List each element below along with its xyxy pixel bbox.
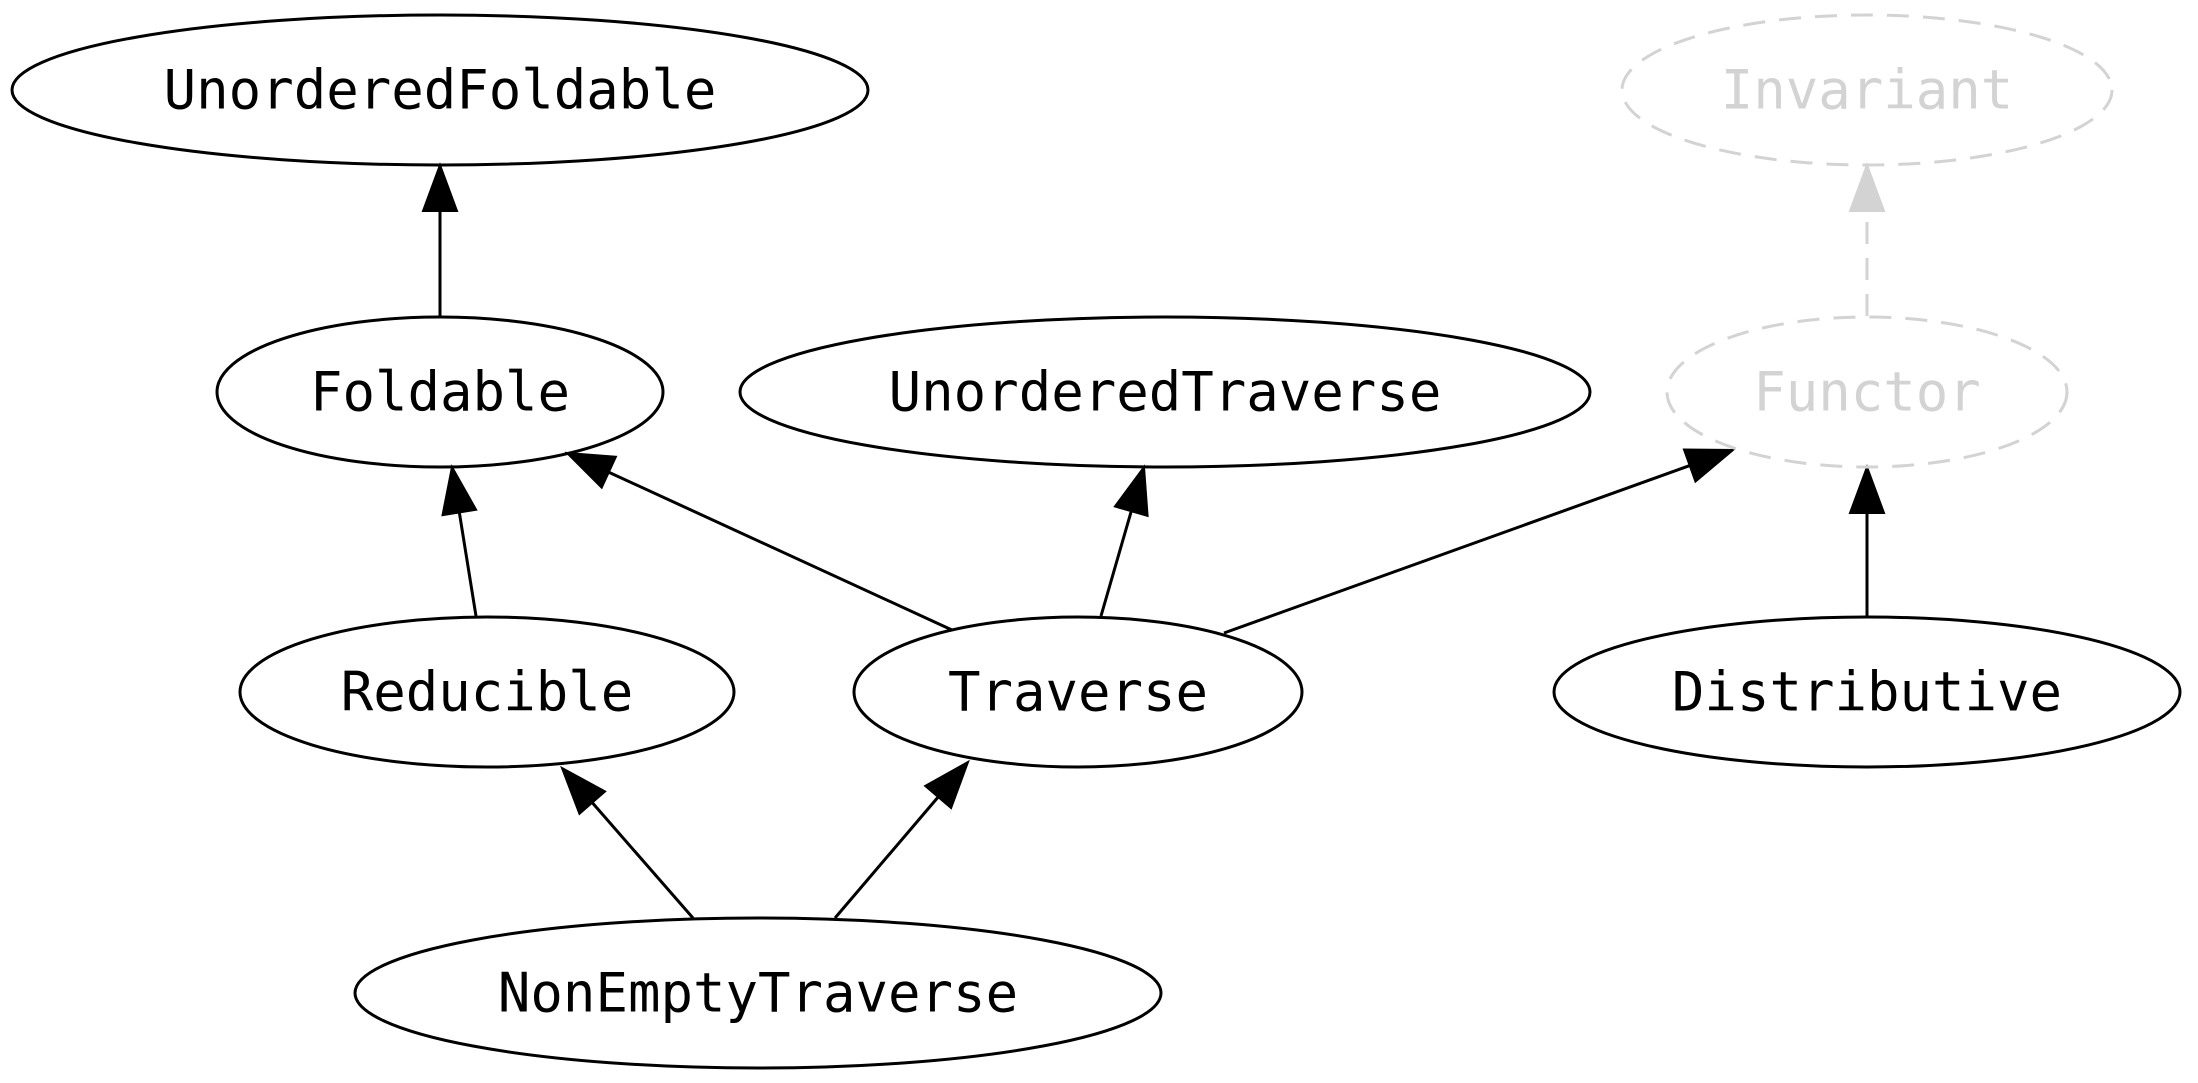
edge-distributive-to-functor xyxy=(1848,464,1886,616)
arrowhead xyxy=(441,464,478,517)
node-functor-shape xyxy=(1665,315,2069,469)
edge-line xyxy=(591,801,695,919)
node-unordered-traverse: UnorderedTraverse xyxy=(738,315,1592,469)
edge-reducible-to-foldable xyxy=(441,464,478,617)
edge-line xyxy=(457,512,478,617)
edge-non-empty-traverse-to-traverse xyxy=(833,759,970,919)
node-traverse-label: Traverse xyxy=(948,661,1208,724)
node-unordered-foldable-shape xyxy=(10,13,870,167)
node-invariant-label: Invariant xyxy=(1721,59,2014,122)
node-reducible-label: Reducible xyxy=(341,661,634,724)
node-reducible-shape xyxy=(238,615,736,769)
edges-layer xyxy=(421,162,1886,919)
node-non-empty-traverse: NonEmptyTraverse xyxy=(353,916,1163,1070)
edge-traverse-to-unordered-traverse xyxy=(1099,464,1149,617)
node-foldable: Foldable xyxy=(215,315,665,469)
node-traverse-shape xyxy=(852,615,1304,769)
node-distributive: Distributive xyxy=(1552,615,2182,769)
arrowhead xyxy=(1113,464,1149,518)
edge-line xyxy=(608,470,953,632)
arrowhead xyxy=(1848,464,1886,514)
node-unordered-traverse-shape xyxy=(738,315,1592,469)
node-reducible: Reducible xyxy=(238,615,736,769)
node-foldable-shape xyxy=(215,315,665,469)
node-non-empty-traverse-shape xyxy=(353,916,1163,1070)
edge-functor-to-invariant xyxy=(1848,162,1886,316)
node-non-empty-traverse-label: NonEmptyTraverse xyxy=(498,962,1018,1025)
node-invariant: Invariant xyxy=(1620,13,2114,167)
edge-line xyxy=(1223,464,1691,635)
node-functor-label: Functor xyxy=(1753,361,1981,424)
node-unordered-foldable: UnorderedFoldable xyxy=(10,13,870,167)
arrowhead xyxy=(1682,448,1736,484)
arrowhead xyxy=(564,451,618,490)
edge-non-empty-traverse-to-reducible xyxy=(560,765,695,919)
arrowhead xyxy=(923,759,970,810)
edge-traverse-to-functor xyxy=(1223,448,1736,635)
edge-traverse-to-foldable xyxy=(564,451,953,632)
node-unordered-traverse-label: UnorderedTraverse xyxy=(889,361,1442,424)
arrowhead xyxy=(1848,162,1886,212)
node-distributive-shape xyxy=(1552,615,2182,769)
edge-line xyxy=(1099,510,1133,617)
node-invariant-shape xyxy=(1620,13,2114,167)
edge-line xyxy=(833,796,940,919)
arrowhead xyxy=(421,162,459,212)
node-unordered-foldable-label: UnorderedFoldable xyxy=(164,59,717,122)
edge-foldable-to-unordered-foldable xyxy=(421,162,459,316)
node-foldable-label: Foldable xyxy=(310,361,570,424)
node-distributive-label: Distributive xyxy=(1672,661,2062,724)
arrowhead xyxy=(560,765,607,816)
node-traverse: Traverse xyxy=(852,615,1304,769)
node-functor: Functor xyxy=(1665,315,2069,469)
